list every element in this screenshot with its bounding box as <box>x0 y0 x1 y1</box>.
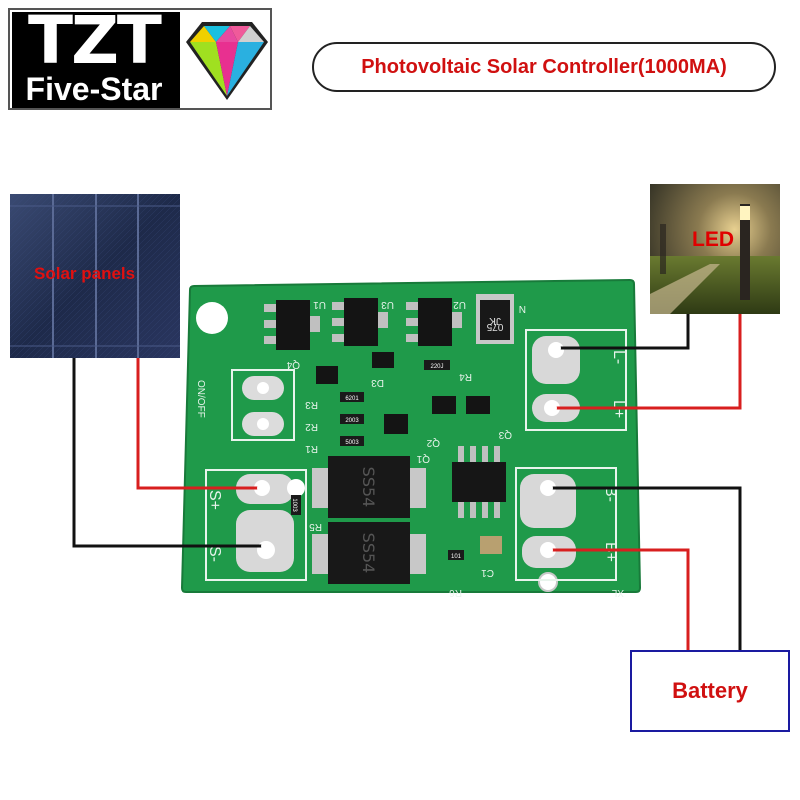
wire-battery-negative <box>548 486 742 650</box>
silk-r3: R3 <box>305 399 318 410</box>
silk-n: N <box>519 303 526 314</box>
logo-background <box>12 12 180 108</box>
silk-r2: R2 <box>305 421 318 432</box>
chip-marking-1: JK <box>489 315 501 326</box>
silk-r5: R5 <box>309 521 322 532</box>
silk-q2: Q2 <box>426 437 440 448</box>
silk-q3: Q3 <box>498 429 512 440</box>
smd-resistors: 6201 2003 5003 220J 1003 101 <box>291 360 464 560</box>
silk-l-minus: L- <box>610 350 627 364</box>
transistor-packages <box>264 298 490 434</box>
resistor-marking: 1003 <box>291 498 297 512</box>
wire-led-negative <box>556 314 690 350</box>
silk-r4: R4 <box>459 371 472 382</box>
silk-q1: Q1 <box>416 453 430 464</box>
silk-c1: C1 <box>481 567 494 578</box>
silk-u3: U3 <box>381 299 394 310</box>
diamond-icon <box>186 22 268 100</box>
on-off-label: ON/OFF <box>195 380 206 418</box>
wire-solar-negative <box>72 358 266 548</box>
logo-subtitle-text: Five-Star <box>25 71 163 107</box>
silk-d3: D3 <box>371 377 384 388</box>
silk-s-plus: S+ <box>206 490 223 510</box>
silk-u1: U1 <box>313 299 326 310</box>
pad-on-off-top <box>242 376 284 400</box>
solar-panel-image <box>10 194 180 358</box>
product-title: Photovoltaic Solar Controller(1000MA) <box>312 42 776 92</box>
wiring <box>72 314 742 650</box>
capacitor <box>480 536 502 554</box>
battery-box: Battery <box>630 650 790 732</box>
silk-r1: R1 <box>305 443 318 454</box>
silk-b-minus: B- <box>602 486 619 502</box>
inductor-chip: JK 075 <box>476 294 514 344</box>
brand-logo: TZT Five-Star <box>8 2 272 110</box>
wire-solar-positive <box>136 358 262 490</box>
wire-led-positive <box>552 314 742 410</box>
silk-q4: Q4 <box>286 359 300 370</box>
sop8-ic <box>452 446 506 518</box>
led-label: LED <box>692 228 734 251</box>
mounting-hole <box>196 302 228 334</box>
silkscreen-outlines <box>205 329 627 581</box>
silkscreen-labels: ON/OFF Q4 R3 R2 R1 D3 R4 Q3 Q2 Q1 U3 U2 … <box>195 299 627 598</box>
silk-s-minus: S- <box>206 546 223 562</box>
mounting-hole <box>538 572 558 592</box>
resistor-marking: 220J <box>430 364 443 370</box>
diode-marking: SS54 <box>359 467 378 508</box>
pad-on-off-bottom <box>242 412 284 436</box>
pad-s-minus <box>236 510 294 572</box>
logo-brand-text: TZT <box>28 2 162 79</box>
led-lamp-image <box>650 184 780 314</box>
silk-r6: R6 <box>449 587 462 598</box>
resistor-marking: 6201 <box>345 396 359 402</box>
silk-xl: XL <box>611 587 624 598</box>
wire-terminals <box>257 343 561 555</box>
resistor-marking: 5003 <box>345 440 359 446</box>
pad-b-minus <box>520 474 576 528</box>
resistor-marking: 101 <box>451 554 462 560</box>
silk-b-plus: B+ <box>602 542 619 562</box>
resistor-marking: 2003 <box>345 418 359 424</box>
solar-panels-label: Solar panels <box>34 264 136 283</box>
silk-u2: U2 <box>453 299 466 310</box>
schottky-diodes: SS54 SS54 <box>312 456 426 584</box>
solder-pads <box>236 336 580 572</box>
chip-marking-2: 075 <box>486 321 503 332</box>
diode-marking: SS54 <box>359 533 378 574</box>
wire-battery-positive <box>548 548 690 650</box>
